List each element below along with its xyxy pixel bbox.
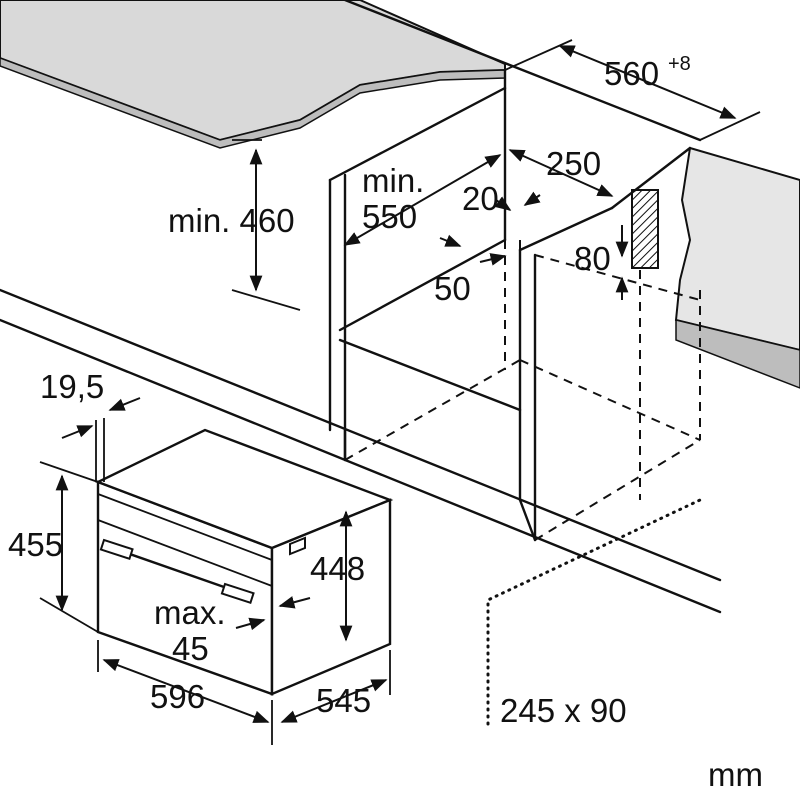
label-niche-width: 560: [604, 55, 659, 92]
vent-hatched: [631, 189, 659, 269]
hidden-lines: [344, 240, 701, 541]
label-min-depth: 550: [362, 198, 417, 235]
label-max-value: 45: [172, 630, 209, 667]
label-min-height: min. 460: [168, 202, 295, 239]
label-rear-depth: 250: [546, 145, 601, 182]
label-vent-height: 80: [574, 240, 611, 277]
label-niche-tolerance: +8: [668, 53, 691, 75]
dimension-lines: [39, 39, 761, 745]
label-oven-width: 596: [150, 678, 205, 715]
label-oven-height: 455: [8, 526, 63, 563]
label-units: mm: [708, 756, 763, 793]
countertop-left: [0, 0, 506, 149]
label-gap-top: 20: [462, 180, 499, 217]
label-min: min.: [362, 162, 424, 199]
countertop-right: [674, 146, 800, 389]
label-front-offset: 19,5: [40, 368, 104, 405]
label-vent-opening: 245 x 90: [500, 692, 627, 729]
labels: 560 +8 250 min. 550 20 50 80 min. 460 19…: [8, 53, 763, 793]
label-max: max.: [154, 594, 226, 631]
vent-opening-dotted: [486, 498, 702, 726]
label-inner-height: 448: [310, 550, 365, 587]
oven: [94, 428, 394, 696]
floor-lines: [0, 288, 722, 614]
label-gap-side: 50: [434, 270, 471, 307]
label-oven-depth: 545: [316, 682, 371, 719]
